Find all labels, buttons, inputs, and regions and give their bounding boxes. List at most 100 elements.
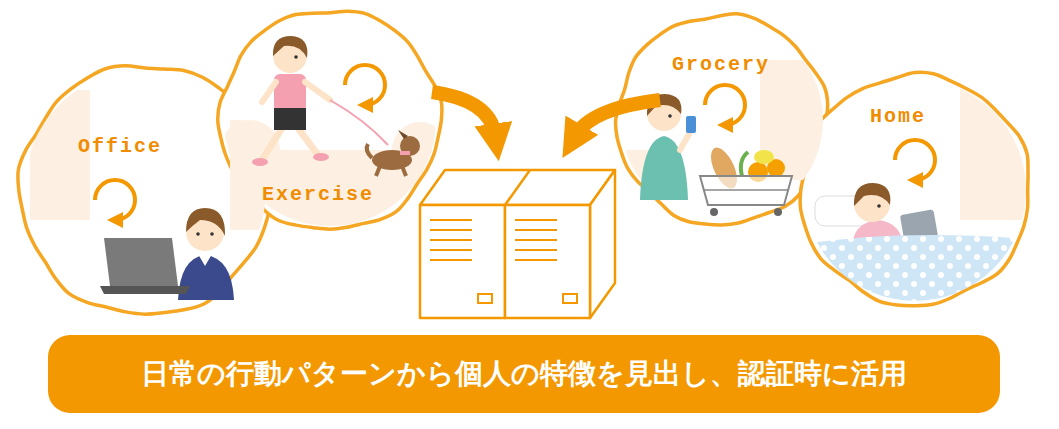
server [420, 170, 615, 318]
shopper [640, 94, 696, 200]
circle-outline [800, 72, 1028, 305]
cycle-arrow [95, 180, 135, 220]
bed-scene [854, 186, 890, 222]
server [505, 205, 590, 318]
background-trees [220, 120, 450, 240]
bed-scene [854, 183, 890, 206]
bed-scene [852, 220, 904, 250]
runner [400, 151, 410, 155]
server-slot [515, 229, 557, 231]
office-worker [198, 254, 212, 266]
shopping-cart [706, 144, 743, 192]
bed-scene [877, 204, 881, 208]
circle-outline [218, 11, 442, 229]
cycle-arrow [705, 85, 745, 125]
runner [262, 128, 282, 160]
shopping-cart [767, 159, 785, 177]
server [420, 170, 615, 205]
runner [273, 39, 307, 73]
office-worker [178, 255, 234, 300]
flow-arrow [432, 92, 495, 135]
server-slot [430, 239, 472, 241]
server-button [478, 294, 492, 303]
server-slot [430, 219, 472, 221]
circle-outline [616, 14, 828, 225]
server [505, 170, 530, 205]
shopper [686, 116, 696, 133]
runner [330, 100, 388, 145]
server-slot [515, 239, 557, 241]
scene-circle: Exercise [215, 5, 445, 235]
shopping-cart [710, 208, 718, 216]
shopper [680, 132, 690, 150]
server [420, 205, 505, 318]
background-buildings [30, 90, 90, 220]
runner [274, 74, 306, 112]
scene-circle: Home [795, 70, 1035, 310]
office-worker [100, 286, 190, 294]
bed-scene [800, 235, 1040, 320]
shopping-cart [741, 152, 748, 176]
runner [313, 153, 329, 161]
background-shop [620, 150, 660, 230]
server-button [563, 294, 577, 303]
runner [372, 150, 412, 170]
runner [262, 82, 276, 102]
scene-label: Home [870, 106, 926, 128]
caption-banner: 日常の行動パターンから個人の特徴を見出し、認証時に活用 [48, 335, 1000, 413]
caption-text: 日常の行動パターンから個人の特徴を見出し、認証時に活用 [141, 357, 907, 391]
bed-scene [800, 183, 1040, 320]
office-worker [100, 208, 234, 300]
office-worker [186, 213, 224, 251]
shopping-cart [754, 150, 774, 164]
background-trees [220, 150, 450, 240]
cycle-arrow [895, 140, 935, 180]
background-buildings [230, 120, 280, 230]
flow-arrow [432, 92, 660, 135]
runner [252, 158, 268, 166]
scene-label: Exercise [262, 184, 374, 206]
runner [402, 166, 406, 176]
server-slot [430, 259, 472, 261]
runner [252, 36, 420, 176]
background-room [960, 80, 1040, 220]
runner [400, 136, 420, 156]
runner [367, 144, 372, 158]
office-worker [210, 232, 214, 236]
server-slot [430, 229, 472, 231]
runner [274, 108, 306, 130]
server-slot [515, 219, 557, 221]
shopping-cart [774, 208, 782, 216]
runner [294, 55, 298, 59]
bed-scene [900, 209, 938, 242]
scene-label: Office [78, 136, 162, 158]
server [590, 170, 615, 318]
office-worker [196, 232, 200, 236]
shopping-cart [748, 162, 768, 182]
shopper [640, 136, 688, 200]
runner [398, 130, 408, 139]
runner [376, 166, 380, 176]
runner [305, 82, 330, 100]
bed-scene [815, 196, 875, 226]
server-slot [515, 259, 557, 261]
shopping-cart [700, 176, 792, 205]
cycle-arrow [345, 65, 385, 105]
shopping-cart [704, 189, 788, 191]
background-buildings [30, 90, 280, 230]
flow-arrow [576, 100, 660, 135]
server-slots [430, 220, 577, 303]
runner [298, 128, 318, 155]
background-room [960, 80, 1040, 220]
background-trees [220, 120, 280, 180]
background-shop [620, 60, 830, 230]
cycle-arrow [95, 65, 935, 220]
shopper [647, 94, 681, 116]
server-slot [430, 249, 472, 251]
shopper [647, 97, 681, 131]
server-slot [515, 249, 557, 251]
office-worker [104, 238, 178, 286]
background-shop [760, 60, 830, 180]
background-trees [392, 122, 448, 178]
